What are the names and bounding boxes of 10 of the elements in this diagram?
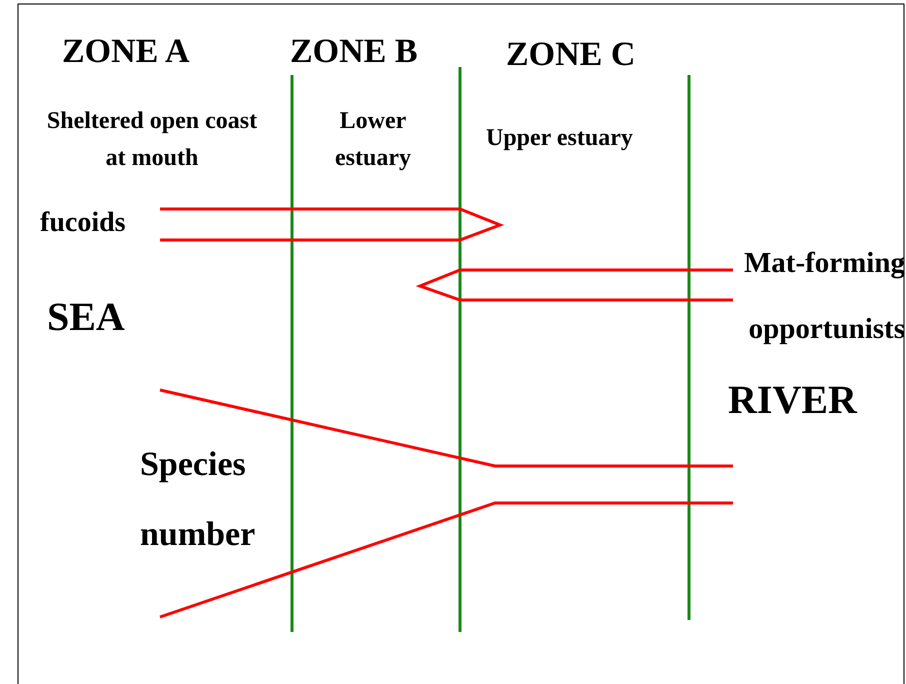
zone-heading: ZONE B bbox=[290, 32, 419, 72]
area-label: RIVER bbox=[728, 376, 858, 424]
zone-heading: ZONE C bbox=[506, 35, 636, 75]
zone-description: Sheltered open coast at mouth bbox=[46, 107, 258, 173]
area-label: SEA bbox=[47, 293, 126, 341]
zone-description: Lower estuary bbox=[334, 107, 412, 173]
zone-description: Upper estuary bbox=[486, 124, 634, 153]
trend-label: Species number bbox=[140, 445, 256, 555]
species-group-label: fucoids bbox=[40, 206, 127, 240]
zone-heading: ZONE A bbox=[62, 32, 191, 72]
